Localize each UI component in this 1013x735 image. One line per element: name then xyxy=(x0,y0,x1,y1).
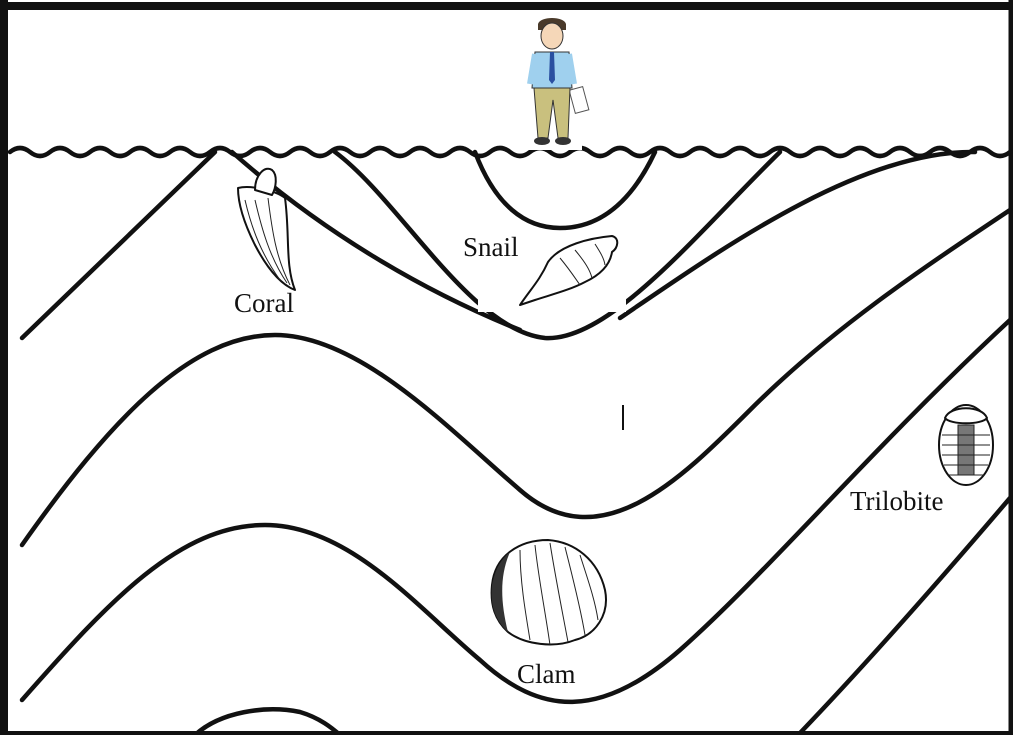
clam-label: Clam xyxy=(517,659,576,689)
rock-layer-6 xyxy=(19,317,1013,705)
coral-label: Coral xyxy=(234,288,294,318)
rock-layer-5 xyxy=(19,207,1013,548)
ground-surface xyxy=(7,145,1013,159)
rock-layer-2 xyxy=(332,149,783,341)
trilobite-icon xyxy=(938,404,994,486)
paste-patch-2 xyxy=(476,355,626,430)
rock-layer-4 xyxy=(617,149,978,321)
snail-label: Snail xyxy=(463,232,519,262)
person-icon xyxy=(526,18,590,150)
rock-layer-7 xyxy=(797,495,1013,735)
rock-layer-3 xyxy=(19,149,218,341)
rock-layer-1 xyxy=(472,149,658,231)
snail-icon xyxy=(519,235,619,306)
coral-icon xyxy=(237,167,296,291)
clam-icon xyxy=(490,539,607,646)
rock-layer-8 xyxy=(192,707,343,735)
trilobite-label: Trilobite xyxy=(850,486,944,516)
